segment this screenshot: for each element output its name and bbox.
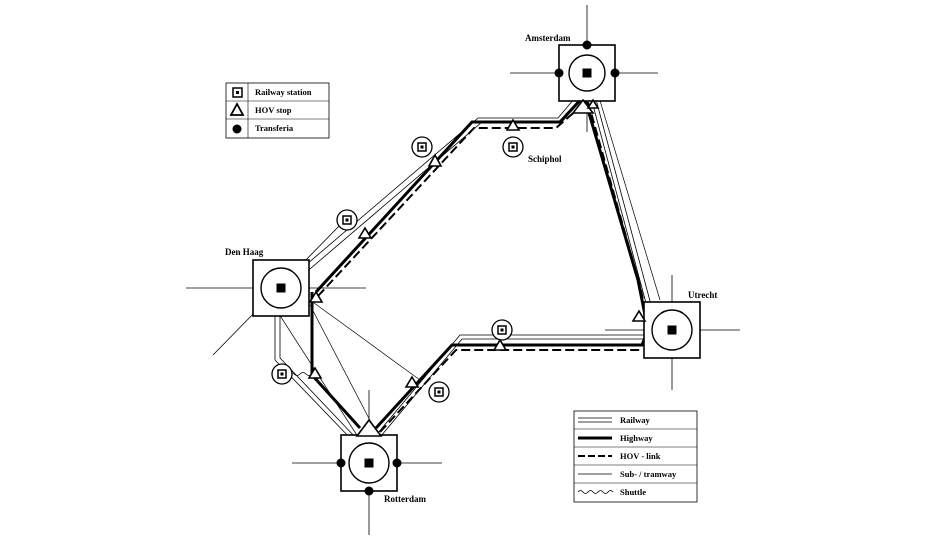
legend-hov-stop: HOV stop — [255, 105, 292, 115]
transferia-icon — [232, 124, 242, 134]
label-amsterdam: Amsterdam — [525, 33, 571, 43]
legend-railway: Railway — [620, 415, 651, 425]
legend-highway: Highway — [620, 433, 653, 443]
highway-lines — [310, 94, 650, 430]
shuttle-line-swatch — [577, 490, 614, 494]
railway-station-icon — [232, 87, 243, 98]
station-3 — [271, 363, 293, 385]
station-5 — [491, 319, 513, 341]
label-schiphol: Schiphol — [528, 154, 562, 164]
legend-transferia: Transferia — [255, 123, 294, 133]
tramway-lines — [269, 93, 661, 441]
shuttle-lines — [285, 286, 673, 376]
station-1 — [411, 136, 433, 158]
symbol-legend: Railway station HOV stop Transferia — [225, 82, 330, 139]
railway-lines — [274, 91, 669, 443]
line-legend: Railway Highway HOV - link Sub- / tramwa… — [573, 410, 698, 503]
station-4 — [428, 381, 450, 403]
city-node-utrecht — [605, 275, 740, 390]
label-den-haag: Den Haag — [225, 247, 264, 257]
city-node-rotterdam — [292, 390, 442, 535]
legend-tramway: Sub- / tramway — [620, 469, 677, 479]
legend-railway-station: Railway station — [255, 87, 312, 97]
railway-stations — [271, 136, 524, 403]
legend-hov-link: HOV - link — [620, 451, 661, 461]
station-2 — [336, 209, 358, 231]
label-rotterdam: Rotterdam — [384, 494, 426, 504]
station-schiphol — [502, 136, 524, 158]
legend-shuttle: Shuttle — [620, 487, 646, 497]
label-utrecht: Utrecht — [688, 290, 717, 300]
hov-stops — [307, 98, 647, 437]
hov-stop-icon — [229, 102, 245, 116]
railway-line-swatch — [578, 417, 612, 423]
city-node-den-haag — [186, 221, 366, 356]
